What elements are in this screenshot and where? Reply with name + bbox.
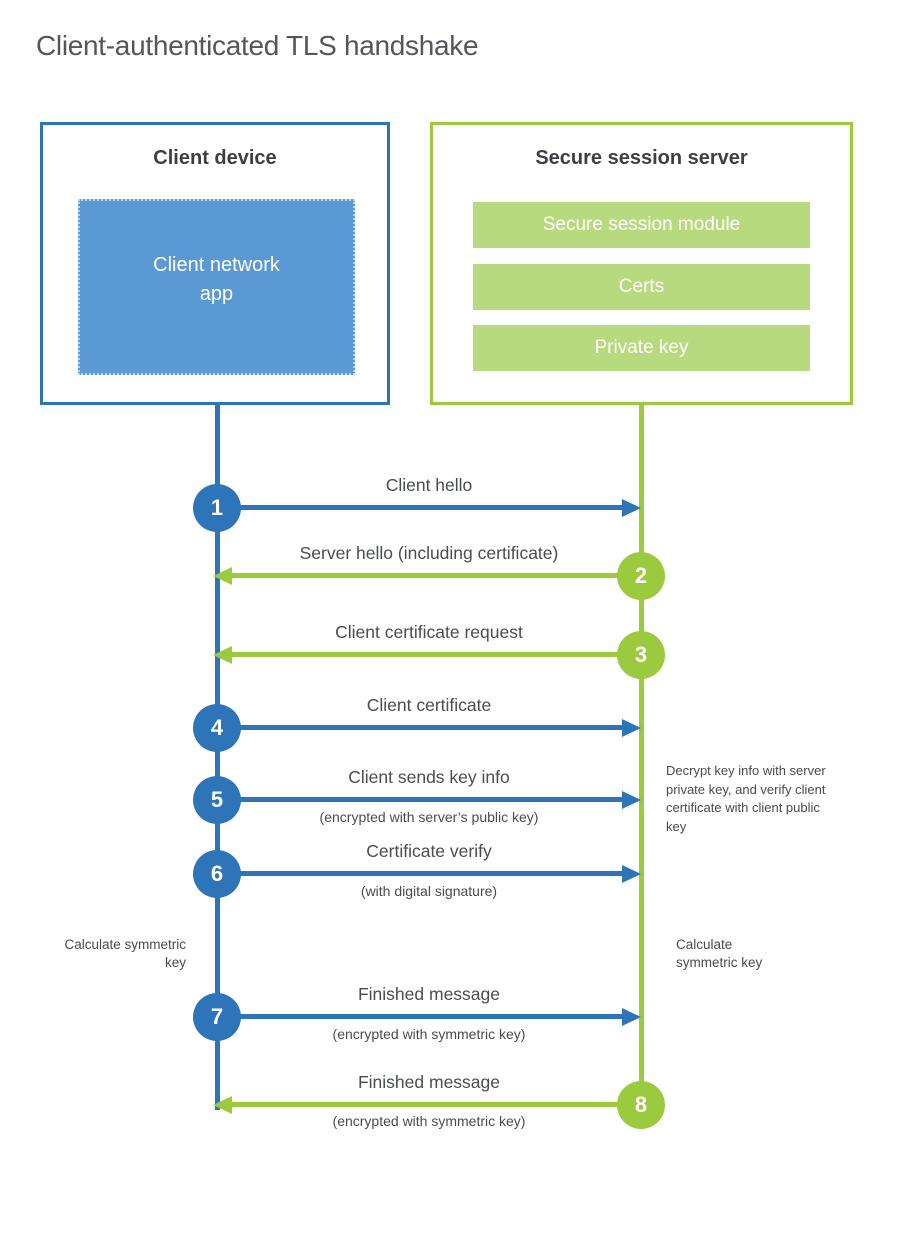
client-lifeline — [215, 405, 220, 1110]
message-arrow-line — [232, 1102, 618, 1107]
client-network-app-label: Client network app — [153, 254, 280, 305]
message-sublabel: (encrypted with symmetric key) — [332, 1026, 526, 1042]
server-calculate-note: Calculate symmetric key — [676, 937, 763, 970]
message-label: Client hello — [385, 475, 473, 495]
arrowhead-left-icon — [213, 646, 232, 664]
step-circle-8: 8 — [617, 1081, 665, 1129]
message-sublabel: (encrypted with symmetric key) — [332, 1113, 526, 1129]
client-calculate-note: Calculate symmetric key — [64, 937, 186, 970]
step-circle-7: 7 — [193, 993, 241, 1041]
message-arrow-line — [239, 797, 624, 802]
step-circle-2: 2 — [617, 552, 665, 600]
secure-session-server-title: Secure session server — [535, 147, 748, 169]
message-sublabel: (with digital signature) — [360, 883, 498, 899]
message-label: Client sends key info — [348, 767, 510, 787]
message-label: Finished message — [357, 984, 501, 1004]
message-arrow-line — [239, 725, 624, 730]
step-circle-1: 1 — [193, 484, 241, 532]
step-circle-6: 6 — [193, 850, 241, 898]
server-lifeline — [639, 405, 644, 1129]
client-network-app-box: Client network app — [78, 199, 355, 375]
message-label: Client certificate request — [335, 622, 523, 642]
message-label: Server hello (including certificate) — [299, 543, 559, 563]
step-circle-5: 5 — [193, 776, 241, 824]
message-arrow-line — [239, 1014, 624, 1019]
step-circle-3: 3 — [617, 631, 665, 679]
arrowhead-right-icon — [622, 865, 641, 883]
server-module-private-key: Private key — [473, 325, 810, 371]
message-arrow-line — [232, 652, 618, 657]
message-arrow-line — [239, 871, 624, 876]
server-decrypt-note: Decrypt key info with server private key… — [666, 763, 826, 834]
step-circle-4: 4 — [193, 704, 241, 752]
message-label: Certificate verify — [366, 841, 492, 861]
message-sublabel: (encrypted with server’s public key) — [319, 809, 539, 825]
page-title: Client-authenticated TLS handshake — [36, 30, 479, 61]
arrowhead-left-icon — [213, 567, 232, 585]
message-arrow-line — [239, 505, 624, 510]
arrowhead-right-icon — [622, 1008, 641, 1026]
arrowhead-right-icon — [622, 719, 641, 737]
arrowhead-right-icon — [622, 791, 641, 809]
arrowhead-left-icon — [213, 1096, 232, 1114]
server-module-secure-session: Secure session module — [473, 202, 810, 248]
arrowhead-right-icon — [622, 499, 641, 517]
message-arrow-line — [232, 573, 618, 578]
client-device-title: Client device — [153, 147, 277, 169]
server-module-certs: Certs — [473, 264, 810, 310]
message-label: Client certificate — [366, 695, 492, 715]
message-label: Finished message — [357, 1072, 501, 1092]
